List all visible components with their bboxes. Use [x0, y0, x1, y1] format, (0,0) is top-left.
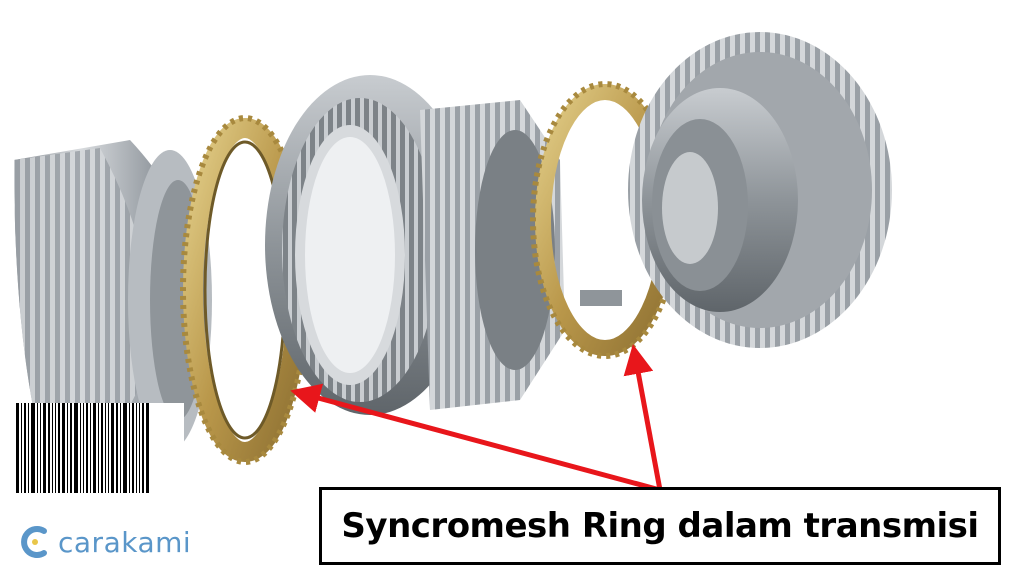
- right-helical-gear: [628, 32, 892, 348]
- left-helical-gear: [14, 140, 212, 460]
- barcode-bar: [80, 403, 81, 493]
- barcode-bar: [98, 403, 99, 493]
- barcode-bar: [48, 403, 50, 493]
- barcode-bar: [108, 403, 109, 493]
- barcode-bar: [90, 403, 91, 493]
- barcode-bar: [40, 403, 41, 493]
- right-pointer-arrow: [623, 344, 663, 491]
- barcode-bar: [62, 403, 65, 493]
- barcode-bar: [101, 403, 103, 493]
- barcode-bar: [129, 403, 130, 493]
- barcode-bar: [52, 403, 53, 493]
- barcode-bar: [142, 403, 144, 493]
- barcode-bar: [120, 403, 121, 493]
- barcode-bar: [28, 403, 29, 493]
- carakami-logo: carakami: [18, 522, 191, 562]
- barcode-bar: [86, 403, 88, 493]
- barcode-bar: [132, 403, 134, 493]
- carakami-logo-icon: [21, 526, 47, 558]
- barcode-bar: [67, 403, 68, 493]
- barcode-bar: [136, 403, 137, 493]
- caption-text: Syncromesh Ring dalam transmisi: [341, 506, 979, 546]
- barcode-bar: [116, 403, 118, 493]
- barcode-bar: [93, 403, 96, 493]
- barcode-bar: [21, 403, 22, 493]
- barcode-bar: [111, 403, 114, 493]
- barcode-bar: [83, 403, 84, 493]
- barcode-bar: [43, 403, 46, 493]
- barcode-bar: [70, 403, 72, 493]
- barcode-bar: [37, 403, 38, 493]
- barcode-icon: [16, 403, 184, 493]
- caption-box: Syncromesh Ring dalam transmisi: [319, 487, 1001, 565]
- barcode-bar: [139, 403, 140, 493]
- barcode-bar: [146, 403, 149, 493]
- barcode-bar: [55, 403, 56, 493]
- barcode-bar: [31, 403, 35, 493]
- barcode-bar: [58, 403, 60, 493]
- barcode-bar: [74, 403, 78, 493]
- synchro-hub: [420, 100, 565, 410]
- barcode-bar: [123, 403, 127, 493]
- barcode-bar: [16, 403, 19, 493]
- left-pointer-arrow: [290, 383, 661, 493]
- logo-wordmark: carakami: [58, 525, 192, 559]
- selector-sleeve: [265, 75, 475, 415]
- barcode-bar: [24, 403, 26, 493]
- barcode-bar: [105, 403, 106, 493]
